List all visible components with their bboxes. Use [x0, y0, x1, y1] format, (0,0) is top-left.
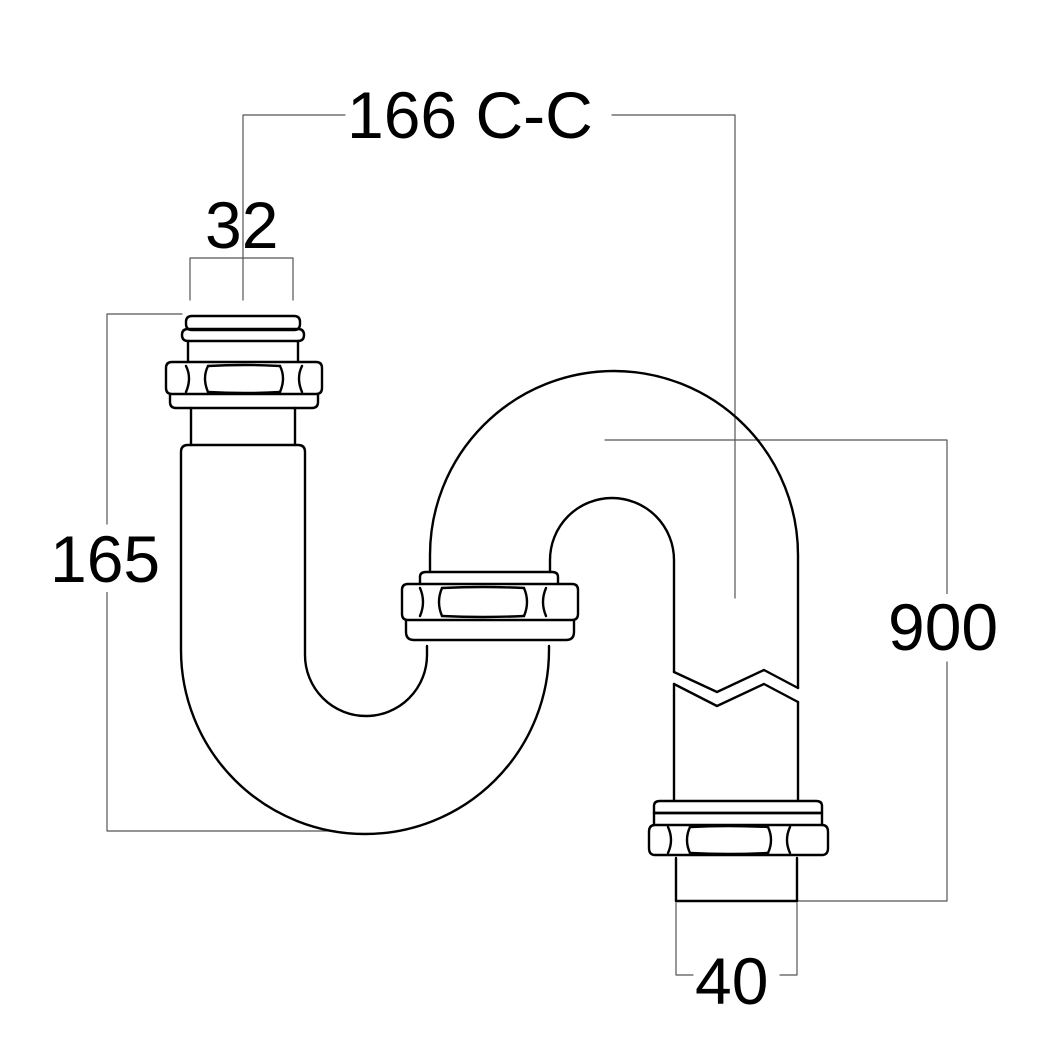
pipe-break [672, 668, 800, 708]
outlet-nut [647, 799, 830, 857]
inlet-tailpiece [180, 314, 306, 447]
centre-to-centre-dimension-line [242, 114, 346, 301]
first-u-bend [179, 443, 551, 836]
second-u-bend [428, 369, 800, 690]
centre-to-centre-label: 166 C-C [347, 78, 593, 152]
inlet-height-dimension-line-lower [106, 591, 336, 832]
trap-body [164, 314, 830, 903]
overall-length-dimension-line-lower [796, 661, 948, 902]
middle-nut [400, 570, 580, 642]
inlet-diameter-dimension-line [189, 257, 294, 301]
inlet-height-dimension-line [106, 313, 183, 525]
outlet-diameter-dimension-line [675, 902, 694, 976]
dimension-lines [106, 114, 948, 976]
outlet-diameter-dimension-line-right [779, 902, 798, 976]
overall-length-label: 900 [888, 590, 999, 664]
inlet-diameter-label: 32 [205, 188, 279, 262]
outlet-diameter-label: 40 [695, 944, 769, 1018]
overall-length-dimension-line [604, 439, 948, 595]
inlet-nut [164, 360, 324, 410]
centre-to-centre-dimension-line-right [611, 114, 736, 599]
inlet-height-label: 165 [50, 522, 161, 596]
outlet-pipe [672, 682, 800, 903]
